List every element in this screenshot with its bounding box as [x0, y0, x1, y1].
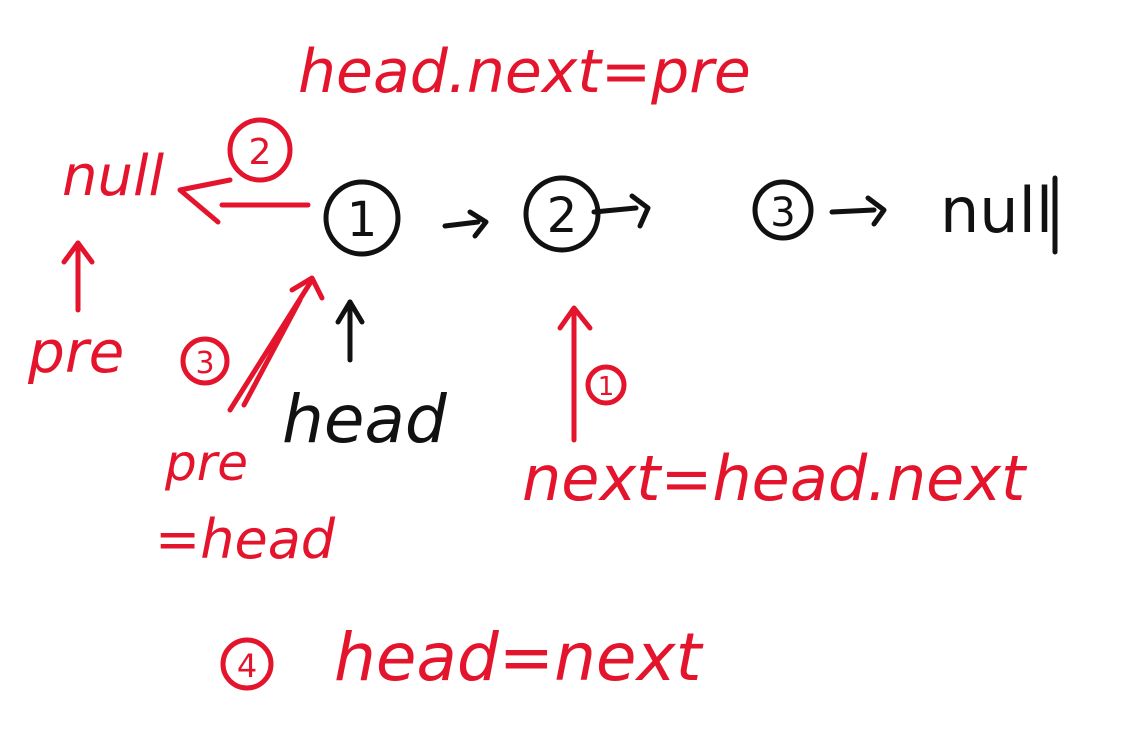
step3-arrow [227, 275, 325, 413]
svg-text:2: 2 [249, 132, 272, 173]
svg-text:1: 1 [598, 372, 615, 402]
svg-text:2: 2 [547, 188, 578, 244]
step4-code: head=next [334, 619, 704, 696]
node-3: 3 [752, 179, 814, 241]
pre-up-arrow [61, 240, 95, 313]
tail-null-label: null [940, 174, 1053, 247]
node-2: 2 [523, 175, 601, 253]
reversed-link-arrow [177, 177, 311, 225]
step1-code: next=head.next [522, 442, 1028, 515]
step3-marker: 3 [180, 336, 230, 386]
svg-text:4: 4 [237, 647, 257, 685]
left-null-label: null [62, 144, 165, 209]
svg-text:3: 3 [195, 346, 214, 381]
step3-code-line2: =head [155, 508, 336, 571]
link-arrow-3-null [829, 195, 887, 227]
node-1: 1 [323, 179, 401, 257]
step2-marker: 2 [227, 117, 293, 183]
link-arrow-2-3 [591, 193, 651, 229]
head-label: head [282, 381, 448, 458]
link-arrow-1-2 [442, 209, 489, 239]
step1-marker: 1 [585, 364, 627, 406]
svg-text:1: 1 [347, 192, 378, 248]
svg-text:3: 3 [770, 190, 795, 236]
step3-code-line1: pre [164, 434, 248, 492]
step2-code: head.next=pre [298, 37, 751, 107]
step4-marker: 4 [220, 637, 274, 691]
step1-up-arrow [557, 305, 593, 443]
pre-label: pre [27, 318, 124, 386]
head-up-arrow [335, 299, 365, 363]
